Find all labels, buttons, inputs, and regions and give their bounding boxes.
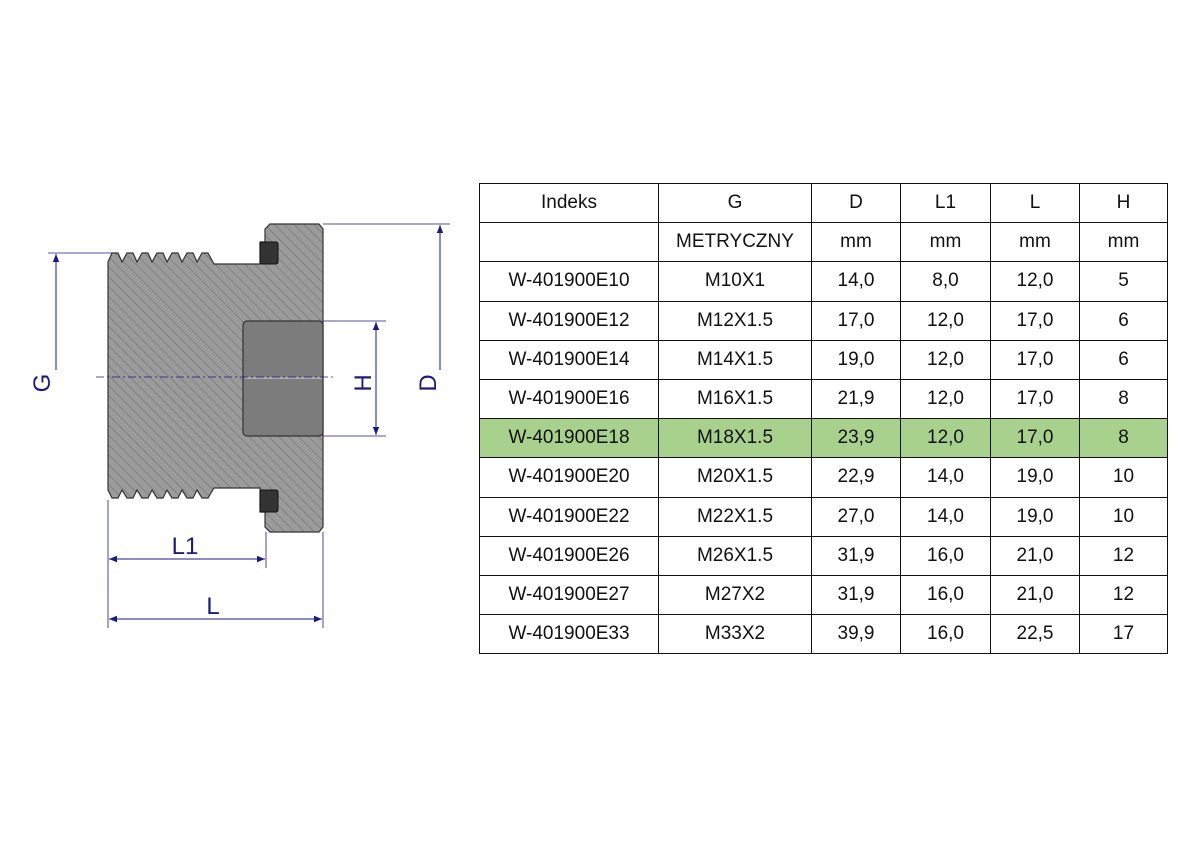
table-cell: W-401900E20 xyxy=(479,457,659,498)
table-cell: 8 xyxy=(1079,418,1168,459)
table-cell: 14,0 xyxy=(900,457,991,498)
dimensions-table: Indeks G D L1 L H METRYCZNY mm mm mm mm … xyxy=(479,182,1168,655)
plug-technical-drawing: G H D L1 L xyxy=(29,223,450,628)
o-ring-bottom xyxy=(259,489,279,513)
table-cell: 17,0 xyxy=(990,378,1080,420)
o-ring-top xyxy=(259,241,279,265)
table-cell: 8,0 xyxy=(900,261,991,302)
header-cell: L1 xyxy=(900,182,991,224)
table-cell: 5 xyxy=(1079,261,1168,302)
table-cell: 22,5 xyxy=(990,614,1080,655)
table-cell: 16,0 xyxy=(900,535,991,576)
table-cell: M16X1.5 xyxy=(658,378,812,420)
table-cell: 10 xyxy=(1079,496,1168,537)
table-cell: 12,0 xyxy=(900,300,991,341)
table-cell: W-401900E26 xyxy=(479,535,659,576)
table-cell: 31,9 xyxy=(811,574,901,616)
table-cell: 19,0 xyxy=(811,339,901,380)
table-cell: M27X2 xyxy=(658,574,812,616)
table-cell: M33X2 xyxy=(658,614,812,655)
header-cell: L xyxy=(990,182,1080,224)
unit-cell: METRYCZNY xyxy=(658,222,812,263)
table-cell: W-401900E22 xyxy=(479,496,659,537)
table-cell: 8 xyxy=(1079,378,1168,420)
unit-cell: mm xyxy=(811,222,901,263)
table-cell: 17,0 xyxy=(990,418,1080,459)
table-cell: 6 xyxy=(1079,300,1168,341)
table-cell: W-401900E27 xyxy=(479,574,659,616)
table-cell: 23,9 xyxy=(811,418,901,459)
table-cell: W-401900E14 xyxy=(479,339,659,380)
table-cell: 19,0 xyxy=(990,496,1080,537)
header-row: Indeks G D L1 L H xyxy=(479,182,1168,224)
table-cell: M14X1.5 xyxy=(658,339,812,380)
table-cell: 21,9 xyxy=(811,378,901,420)
table-cell: 21,0 xyxy=(990,574,1080,616)
units-row: METRYCZNY mm mm mm mm xyxy=(479,222,1168,263)
dimension-lines xyxy=(52,225,444,623)
header-cell: G xyxy=(658,182,812,224)
table-cell: 12 xyxy=(1079,535,1168,576)
table-cell: 16,0 xyxy=(900,574,991,616)
table-cell: W-401900E16 xyxy=(479,378,659,420)
table-cell: 14,0 xyxy=(900,496,991,537)
table-cell: 12,0 xyxy=(900,418,991,459)
plug-body-section xyxy=(107,223,324,533)
table-cell: W-401900E18 xyxy=(479,418,659,459)
table-cell: 12,0 xyxy=(900,378,991,420)
header-cell: H xyxy=(1079,182,1168,224)
table-cell: 17,0 xyxy=(990,339,1080,380)
table-cell: 14,0 xyxy=(811,261,901,302)
table-cell: 17 xyxy=(1079,614,1168,655)
table-cell: 31,9 xyxy=(811,535,901,576)
table-cell: 19,0 xyxy=(990,457,1080,498)
label-l1: L1 xyxy=(172,533,199,560)
table-cell: M18X1.5 xyxy=(658,418,812,459)
table-cell: 17,0 xyxy=(990,300,1080,341)
table-cell: 22,9 xyxy=(811,457,901,498)
table-cell: M22X1.5 xyxy=(658,496,812,537)
table-cell: M12X1.5 xyxy=(658,300,812,341)
table-cell: W-401900E33 xyxy=(479,614,659,655)
table-cell: 12,0 xyxy=(900,339,991,380)
table-cell: 6 xyxy=(1079,339,1168,380)
table-cell: 27,0 xyxy=(811,496,901,537)
table-cell: 21,0 xyxy=(990,535,1080,576)
table-cell: W-401900E12 xyxy=(479,300,659,341)
table-cell: 39,9 xyxy=(811,614,901,655)
table-cell: 12 xyxy=(1079,574,1168,616)
label-d: D xyxy=(415,374,442,391)
unit-cell: mm xyxy=(1079,222,1168,263)
table-cell: 10 xyxy=(1079,457,1168,498)
header-cell: D xyxy=(811,182,901,224)
unit-cell: mm xyxy=(900,222,991,263)
table-cell: M10X1 xyxy=(658,261,812,302)
table-cell: 12,0 xyxy=(990,261,1080,302)
table-cell: 17,0 xyxy=(811,300,901,341)
unit-cell: mm xyxy=(990,222,1080,263)
table-cell: M20X1.5 xyxy=(658,457,812,498)
unit-cell xyxy=(479,222,659,263)
header-cell: Indeks xyxy=(479,182,659,224)
table-cell: M26X1.5 xyxy=(658,535,812,576)
table-cell: W-401900E10 xyxy=(479,261,659,302)
label-l: L xyxy=(206,593,219,620)
table-cell: 16,0 xyxy=(900,614,991,655)
label-g: G xyxy=(29,374,56,393)
label-h: H xyxy=(350,374,377,391)
